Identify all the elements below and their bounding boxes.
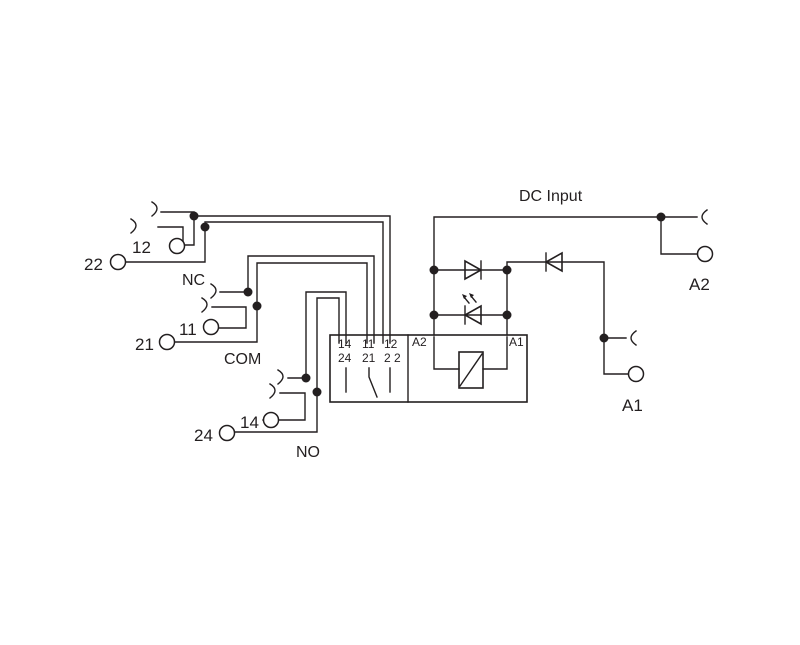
junction-dots-left [189, 211, 322, 397]
terminal-labels: 22 12 21 11 24 14 [84, 238, 259, 445]
contact-arc [210, 283, 217, 299]
junction-dot [189, 211, 199, 221]
junction-dot [429, 310, 439, 320]
contact-arc [277, 369, 284, 385]
screw-terminals-left [109, 237, 280, 442]
contact-arc [130, 218, 137, 234]
junction-dot [429, 265, 439, 275]
terminal-label-14: 14 [240, 413, 259, 432]
pin-label: 21 [362, 351, 376, 365]
led-arrows-icon [462, 293, 477, 304]
contact-arc [201, 297, 208, 313]
terminal-12 [168, 237, 186, 255]
terminal-14 [262, 411, 280, 429]
terminal-21 [158, 333, 176, 351]
no-label: NO [296, 444, 320, 461]
relay-coil [458, 351, 484, 389]
contact-arc [151, 201, 158, 217]
contact-arc [269, 383, 276, 399]
nc-label: NC [182, 272, 205, 289]
dc-input-label: DC Input [519, 188, 583, 205]
pin-label: 12 [384, 337, 398, 351]
dc-input-circuit [433, 216, 698, 375]
junction-dot [599, 333, 609, 343]
pin-label: 2 2 [384, 351, 401, 365]
coil-label-a1: A1 [509, 335, 524, 349]
coil-label-a2: A2 [412, 335, 427, 349]
terminal-24 [218, 424, 236, 442]
terminal-11 [202, 318, 220, 336]
terminal-22 [109, 253, 127, 271]
terminal-label-24: 24 [194, 426, 213, 445]
relay-contact-common [368, 367, 378, 398]
group-labels: NC COM NO [182, 272, 320, 461]
junction-dot [502, 265, 512, 275]
pin-label: 24 [338, 351, 352, 365]
junction-dot [312, 387, 322, 397]
wiring-left [117, 211, 391, 433]
com-label: COM [224, 351, 261, 368]
contact-arc [701, 209, 708, 225]
coil-wire [482, 336, 508, 370]
pin-label: 14 [338, 337, 352, 351]
contact-arcs-left [130, 201, 284, 399]
led-diode [463, 304, 482, 326]
terminal-a1 [627, 365, 645, 383]
labels-right: DC Input A2 A1 [519, 188, 710, 415]
diode-series [544, 251, 563, 273]
junction-dot [301, 373, 311, 383]
junction-dot [656, 212, 666, 222]
junction-dot [200, 222, 210, 232]
junction-dot [252, 301, 262, 311]
pin-label: 11 [362, 337, 375, 351]
terminal-label-12: 12 [132, 238, 151, 257]
junction-dots-right [429, 212, 666, 343]
a1-label: A1 [622, 396, 643, 415]
junction-dot [502, 310, 512, 320]
coil-wire [433, 336, 460, 370]
diode-upper [464, 259, 483, 281]
relay-module-box [329, 334, 528, 403]
terminal-a2 [696, 245, 714, 263]
junction-dot [243, 287, 253, 297]
relay-coil-slash [459, 353, 483, 387]
terminal-label-11: 11 [179, 320, 197, 339]
terminal-label-22: 22 [84, 255, 103, 274]
relay-module: 14 11 12 24 21 2 2 A2 A1 [329, 334, 528, 403]
contacts-right [627, 209, 714, 383]
a2-label: A2 [689, 275, 710, 294]
contact-arc [630, 330, 637, 346]
terminal-label-21: 21 [135, 335, 154, 354]
